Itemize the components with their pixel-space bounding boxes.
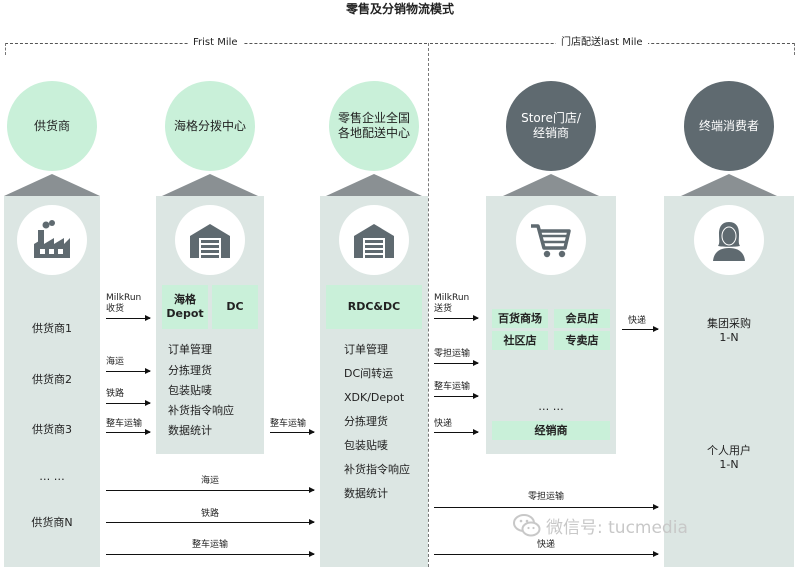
flow-arrow — [106, 551, 315, 557]
list-item: 供货商3 — [32, 423, 72, 436]
hub-task: 订单管理 — [168, 343, 212, 356]
dealer-label: 经销商 — [534, 423, 568, 437]
list-item: 供货商2 — [32, 373, 72, 386]
flow-arrow — [106, 315, 151, 321]
warehouse-icon — [339, 205, 409, 275]
arrow-label: MilkRun收货 — [106, 293, 142, 314]
store-connector — [503, 174, 599, 196]
flow-arrow — [106, 429, 151, 435]
consumer-node-label: 终端消费者 — [698, 118, 759, 133]
flow-arrow — [434, 315, 479, 321]
store-node: Store门店/经销商 — [506, 81, 596, 171]
supplier-node-label: 供货商 — [33, 118, 70, 133]
flow-arrow — [106, 400, 151, 406]
last-mile-label: 门店配送last Mile — [556, 37, 648, 49]
rdc-task: 订单管理 — [344, 343, 388, 356]
supplier-node: 供货商 — [7, 81, 97, 171]
segment-divider — [428, 43, 429, 567]
flow-arrow — [270, 429, 315, 435]
store-type-label: 百货商场 — [498, 311, 542, 325]
hub-task: 包装贴唛 — [168, 384, 212, 397]
hub-task: 补货指令响应 — [168, 404, 234, 417]
hub-depot-box: 海格Depot — [162, 285, 208, 329]
hub-dc-box: DC — [212, 285, 258, 329]
flow-arrow — [434, 551, 659, 557]
hub-connector — [162, 174, 258, 196]
list-item: 供货商1 — [32, 322, 72, 335]
shopping-cart-icon — [516, 205, 586, 275]
segment-tick — [5, 43, 6, 55]
arrow-label: 零担运输 — [434, 349, 471, 359]
dealer-box: 经销商 — [492, 421, 610, 440]
hub-task: 数据统计 — [168, 424, 212, 437]
rdc-task: DC间转运 — [344, 367, 394, 380]
list-item: … … — [39, 470, 65, 483]
flow-arrow — [434, 429, 479, 435]
store-type-label: 社区店 — [503, 333, 537, 347]
arrow-label: MilkRun送货 — [434, 293, 470, 314]
flow-arrow — [622, 326, 659, 332]
store-type-box: 社区店 — [492, 331, 548, 350]
arrow-label: 整车运输 — [106, 419, 143, 429]
rdc-node-label: 零售企业全国各地配送中心 — [337, 111, 410, 140]
arrow-label: 铁路 — [200, 509, 219, 519]
rdc-dc-label: RDC&DC — [347, 300, 401, 313]
arrow-label: 整车运输 — [270, 419, 307, 429]
wechat-icon — [512, 511, 542, 541]
first-mile-label: Frist Mile — [188, 37, 243, 49]
rdc-task: 包装贴唛 — [344, 439, 388, 452]
arrow-label: 快递 — [434, 419, 453, 429]
store-more: … … — [538, 400, 564, 413]
consumer-type-ratio: 1-N — [719, 458, 739, 471]
rdc-connector — [326, 174, 422, 196]
flow-arrow — [434, 504, 659, 510]
rdc-dc-box: RDC&DC — [326, 285, 422, 329]
supplier-connector — [4, 174, 100, 196]
flow-arrow — [434, 393, 479, 399]
arrow-label: 海运 — [200, 476, 219, 486]
arrow-label: 海运 — [106, 357, 125, 367]
rdc-node: 零售企业全国各地配送中心 — [329, 81, 419, 171]
arrow-label: 快递 — [628, 316, 647, 326]
list-item: 供货商N — [31, 516, 73, 529]
consumer-node: 终端消费者 — [684, 81, 774, 171]
consumer-type-ratio: 1-N — [719, 331, 739, 344]
hub-dc-label: DC — [226, 300, 244, 313]
segment-tick — [794, 43, 795, 55]
flow-arrow — [106, 368, 151, 374]
watermark-text: 微信号: tucmedia — [546, 518, 688, 538]
warehouse-icon — [175, 205, 245, 275]
rdc-task: 补货指令响应 — [344, 463, 410, 476]
arrow-label: 整车运输 — [434, 382, 471, 392]
hub-depot-label: 海格Depot — [166, 293, 204, 320]
consumer-connector — [681, 174, 777, 196]
store-type-box: 会员店 — [554, 309, 610, 328]
flow-arrow — [106, 519, 315, 525]
store-type-label: 会员店 — [565, 311, 599, 325]
hub-task: 分拣理货 — [168, 364, 212, 377]
hub-node-label: 海格分拨中心 — [173, 118, 246, 133]
consumer-type-name: 集团采购 — [707, 317, 751, 330]
hub-node: 海格分拨中心 — [165, 81, 255, 171]
rdc-task: 分拣理货 — [344, 415, 388, 428]
consumer-type-name: 个人用户 — [707, 444, 751, 457]
arrow-label: 铁路 — [106, 389, 125, 399]
rdc-task: 数据统计 — [344, 487, 388, 500]
store-type-box: 百货商场 — [492, 309, 548, 328]
store-type-box: 专卖店 — [554, 331, 610, 350]
arrow-label: 快递 — [536, 540, 555, 550]
arrow-label: 整车运输 — [191, 540, 228, 550]
flow-arrow — [434, 360, 479, 366]
factory-icon — [17, 205, 87, 275]
store-type-label: 专卖店 — [565, 333, 599, 347]
arrow-label: 零担运输 — [527, 492, 564, 502]
page-title: 零售及分销物流模式 — [345, 2, 454, 16]
rdc-task: XDK/Depot — [344, 391, 405, 404]
store-node-label: Store门店/经销商 — [521, 111, 581, 140]
person-icon — [694, 205, 764, 275]
flow-arrow — [106, 487, 315, 493]
